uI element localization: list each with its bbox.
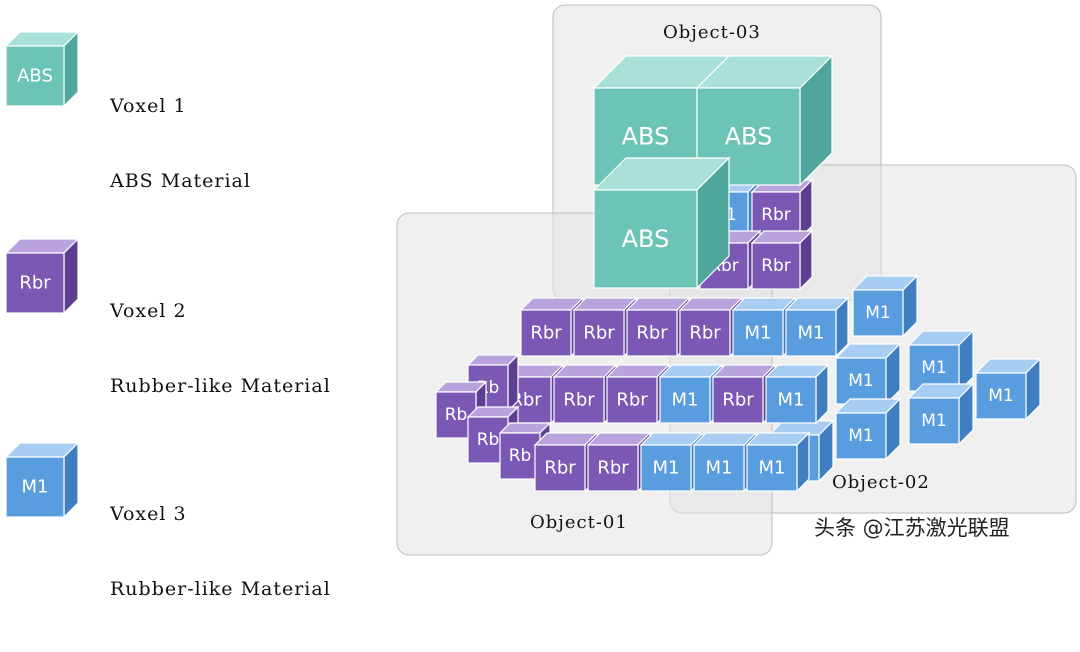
cube-row-c-4-label: M1 bbox=[759, 458, 786, 479]
cube-row-a-5: M1 bbox=[784, 296, 850, 358]
cube-abs-1-label: ABS bbox=[725, 123, 773, 151]
cube-right-0-label: M1 bbox=[865, 303, 890, 323]
cube-right-2: M1 bbox=[974, 357, 1042, 421]
cube-row-a-4-label: M1 bbox=[745, 323, 772, 344]
cube-right-3: M1 bbox=[834, 342, 902, 406]
cube-right-4: M1 bbox=[907, 382, 975, 446]
legend-voxel-1-title: Voxel 1 bbox=[110, 95, 187, 117]
cube-row-b-5-label: M1 bbox=[778, 390, 805, 411]
voxel-material-diagram: ABSRbrM1M1M1M1M1M1M1M1RbrRbrRbrRbrM1M1M1… bbox=[4, 4, 1077, 600]
legend-voxel-1-text: Voxel 1 ABS Material bbox=[110, 44, 251, 244]
cube-upper-3: Rbr bbox=[750, 229, 814, 291]
legend-voxel-1-cube: ABS bbox=[4, 30, 80, 108]
legend-voxel-3-description: Rubber-like Material bbox=[110, 578, 331, 600]
object-03-label: Object-03 bbox=[663, 22, 761, 43]
cube-right-0: M1 bbox=[851, 274, 919, 338]
legend-voxel-3-cube-label: M1 bbox=[22, 477, 49, 498]
object-02-label: Object-02 bbox=[832, 472, 930, 493]
cube-row-a-3-label: Rbr bbox=[689, 323, 721, 344]
legend-voxel-2-cube: Rbr bbox=[4, 237, 80, 315]
cube-row-c-2-label: M1 bbox=[653, 458, 680, 479]
cube-row-b-4-label: Rbr bbox=[722, 390, 754, 411]
legend-voxel-3-text: Voxel 3 Rubber-like Material bbox=[110, 452, 331, 652]
cube-left-1-label: Rb bbox=[445, 405, 468, 425]
cube-abs-2: ABS bbox=[592, 156, 731, 290]
cube-row-c-4: M1 bbox=[745, 431, 811, 493]
cube-row-b-5: M1 bbox=[764, 363, 830, 425]
cube-upper-3-label: Rbr bbox=[761, 256, 791, 276]
watermark: 头条 @江苏激光联盟 bbox=[814, 516, 1010, 540]
cube-upper-1: Rbr bbox=[750, 178, 814, 240]
cube-abs-1: ABS bbox=[695, 54, 834, 187]
cube-abs-2-label: ABS bbox=[622, 225, 670, 253]
legend-voxel-3-title: Voxel 3 bbox=[110, 503, 187, 525]
cube-row-a-0-label: Rbr bbox=[530, 323, 562, 344]
cube-row-a-5-label: M1 bbox=[798, 323, 825, 344]
cube-row-b-2-label: Rbr bbox=[616, 390, 648, 411]
legend-voxel-3-cube: M1 bbox=[4, 441, 80, 519]
cube-abs-0-label: ABS bbox=[622, 123, 670, 151]
legend-voxel-2-text: Voxel 2 Rubber-like Material bbox=[110, 249, 331, 449]
cube-right-5-label: M1 bbox=[848, 426, 873, 446]
cube-upper-1-label: Rbr bbox=[761, 205, 791, 225]
cube-right-1-label: M1 bbox=[921, 358, 946, 378]
cube-right-2-label: M1 bbox=[988, 386, 1013, 406]
cube-row-b-1-label: Rbr bbox=[563, 390, 595, 411]
cube-right-4-label: M1 bbox=[921, 411, 946, 431]
legend-voxel-2-title: Voxel 2 bbox=[110, 300, 187, 322]
cube-row-c-3-label: M1 bbox=[706, 458, 733, 479]
legend-voxel-2-description: Rubber-like Material bbox=[110, 375, 331, 397]
cube-right-5: M1 bbox=[834, 397, 902, 461]
legend-voxel-1-cube-label: ABS bbox=[17, 66, 53, 87]
cube-left-3-label: Rb bbox=[509, 446, 532, 466]
cube-row-c-0-label: Rbr bbox=[544, 458, 576, 479]
cube-right-1: M1 bbox=[907, 329, 975, 393]
voxel-diagram-canvas: ABSRbrM1M1M1M1M1M1M1M1RbrRbrRbrRbrM1M1M1… bbox=[4, 4, 1077, 556]
cube-row-a-2-label: Rbr bbox=[636, 323, 668, 344]
cube-row-a-0: Rbr bbox=[519, 296, 585, 358]
cube-row-a-1-label: Rbr bbox=[583, 323, 615, 344]
cube-right-3-label: M1 bbox=[848, 371, 873, 391]
cube-row-b-3-label: M1 bbox=[672, 390, 699, 411]
legend-voxel-1-description: ABS Material bbox=[110, 170, 251, 192]
object-01-label: Object-01 bbox=[530, 512, 628, 533]
cube-left-2-label: Rb bbox=[477, 430, 500, 450]
cube-row-c-1-label: Rbr bbox=[597, 458, 629, 479]
legend-voxel-2-cube-label: Rbr bbox=[19, 273, 51, 294]
